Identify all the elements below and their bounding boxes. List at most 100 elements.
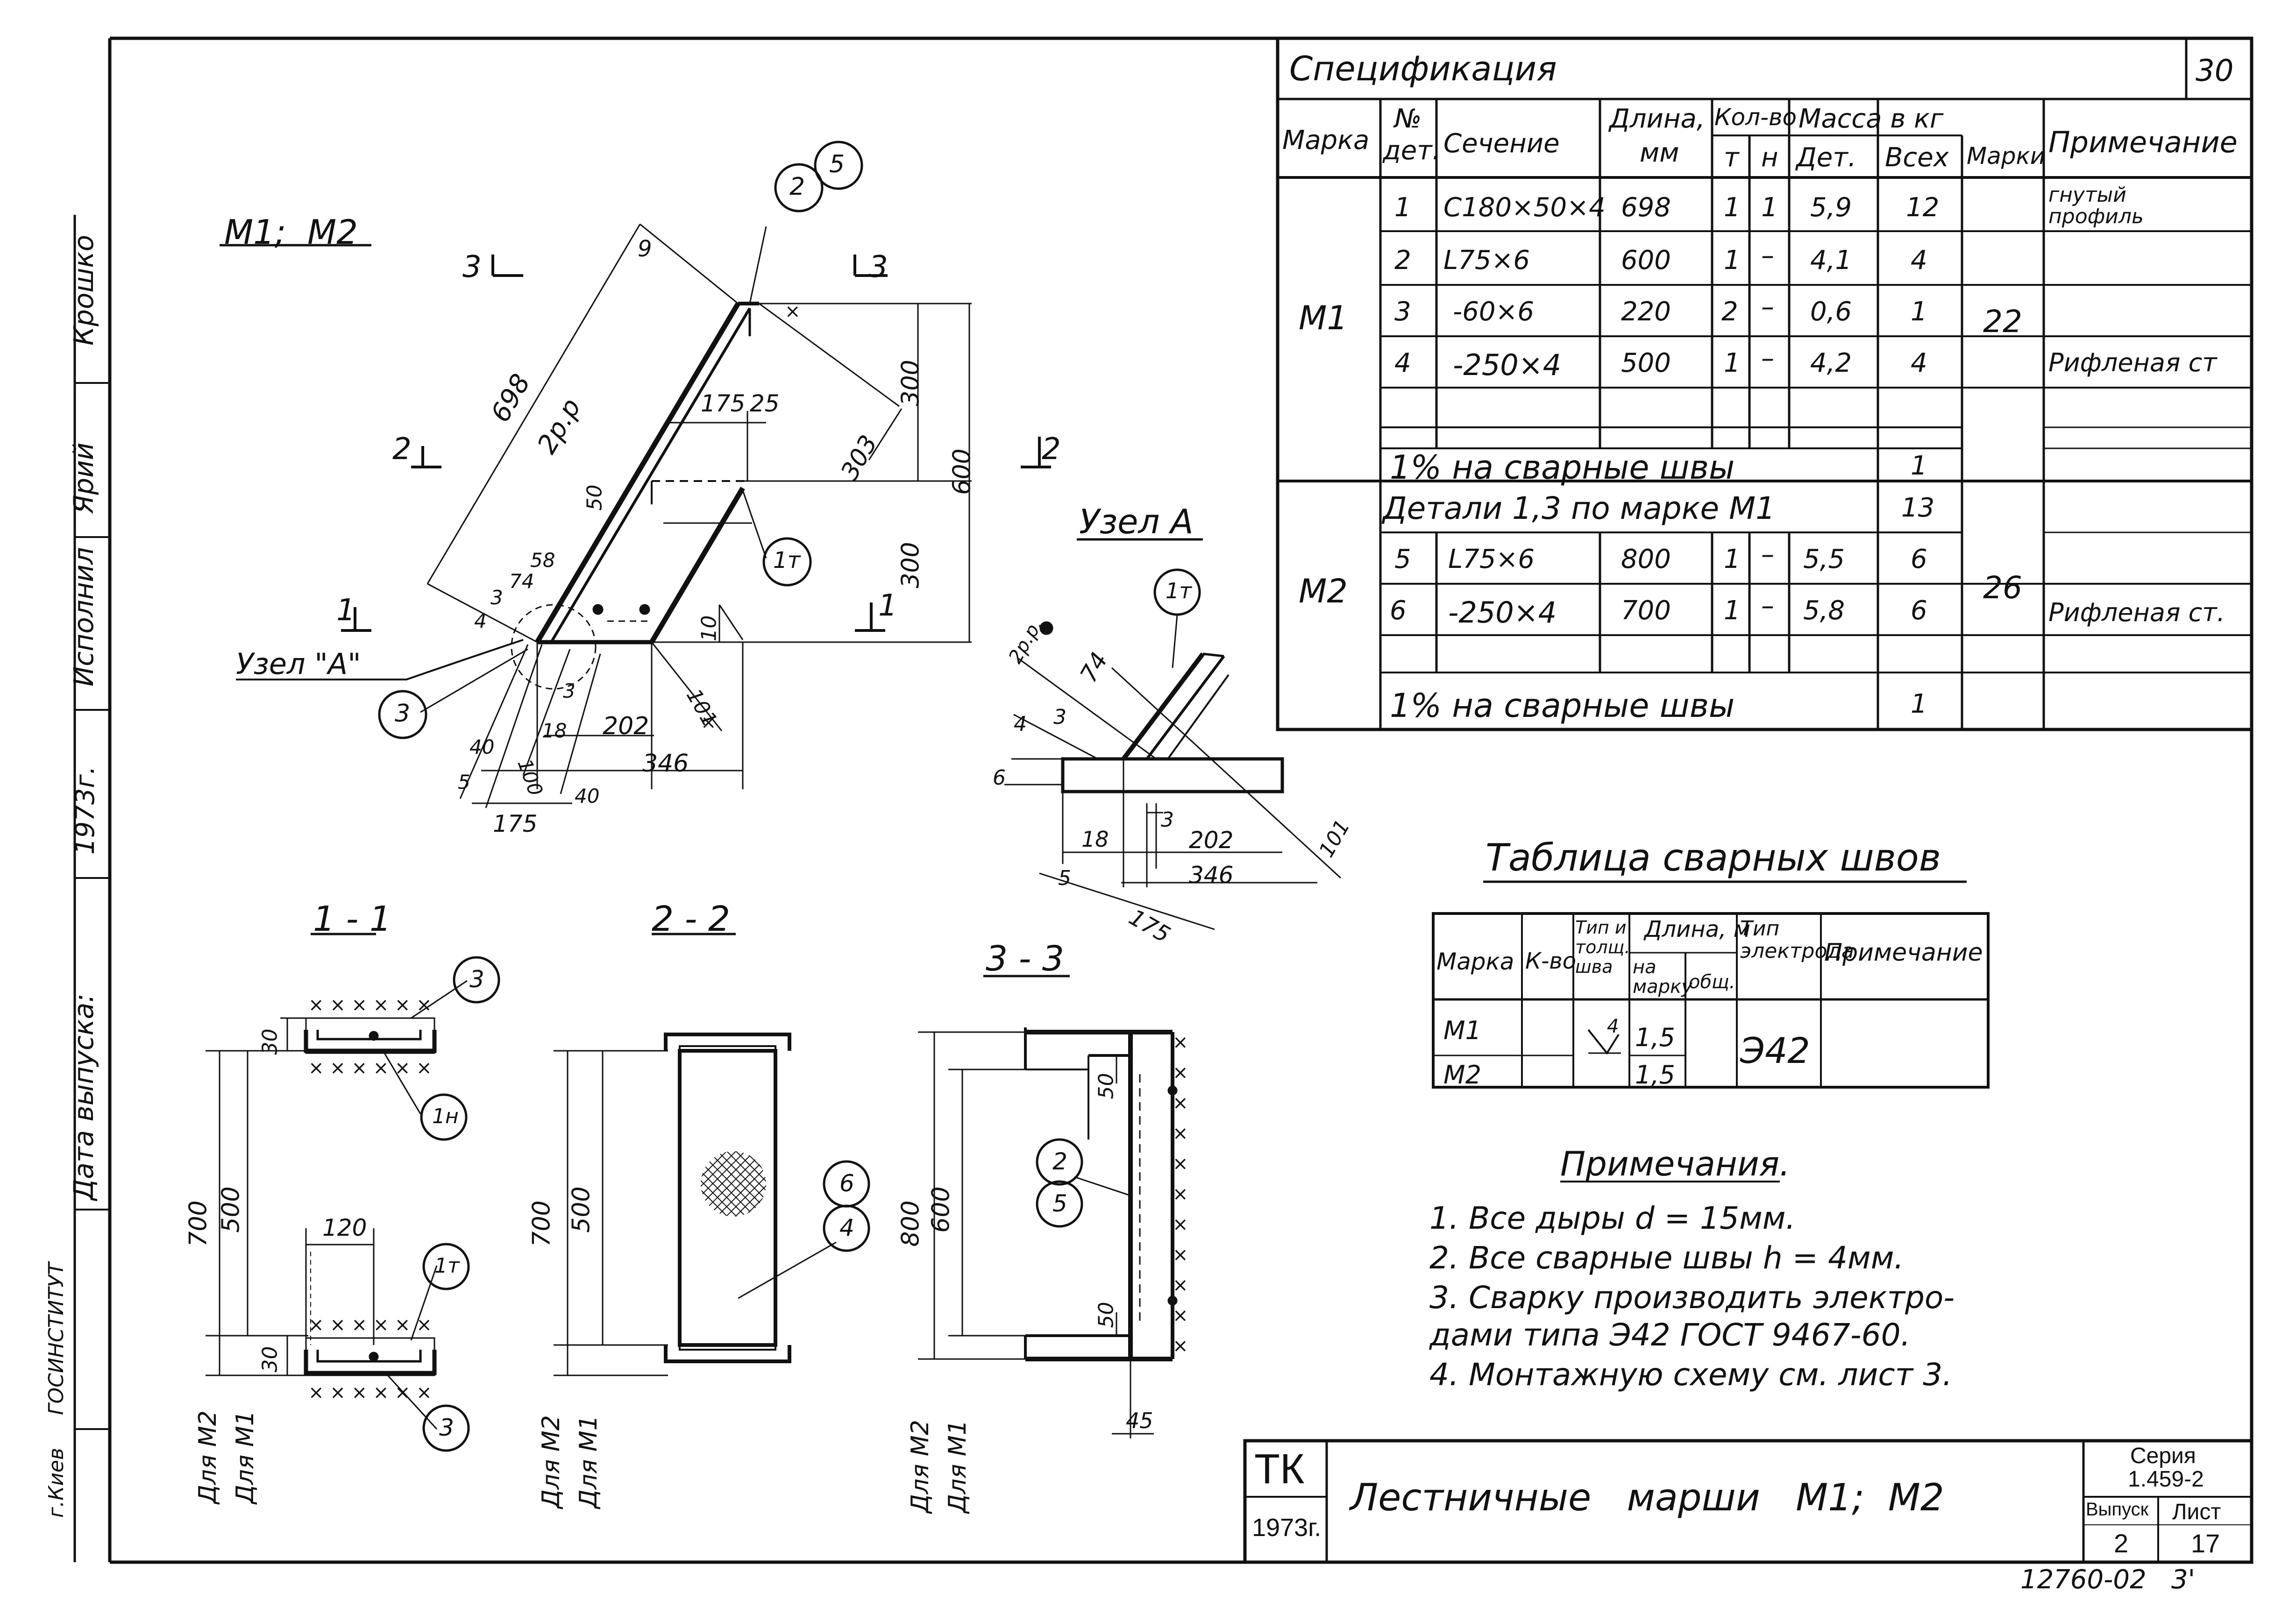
svg-text:×: × xyxy=(1173,1092,1188,1114)
s33-label-m2: Для М2 xyxy=(906,1420,934,1513)
cell-section: -250×4 xyxy=(1453,348,1562,382)
svg-text:× × × × × ×: × × × × × × xyxy=(308,1382,432,1403)
dim-25: 25 xyxy=(750,390,780,417)
dim-5: 5 xyxy=(458,771,470,793)
section-3-3-title: 3 - 3 xyxy=(986,939,1064,979)
cell-no: 5 xyxy=(1394,544,1411,574)
note-2: 2. Все сварные швы h = 4мм. xyxy=(1429,1240,1904,1276)
svg-text:×: × xyxy=(1173,1274,1188,1296)
spec-welds-m1: 1% на сварные швы xyxy=(1390,448,1735,487)
main-view xyxy=(220,141,1051,808)
dim-50: 50 xyxy=(583,484,607,511)
node-a-dim-3-top: 3 xyxy=(1053,705,1066,729)
cell-t: 2 xyxy=(1721,297,1738,327)
notes-title: Примечания. xyxy=(1560,1144,1790,1183)
cell-all: 6 xyxy=(1911,544,1927,574)
spec-head-mass-det: Дет. xyxy=(1796,142,1856,173)
cell-det: 0,6 xyxy=(1810,297,1852,327)
cut-mark-2-left: 2 xyxy=(392,432,412,467)
note-1: 1. Все дыры d = 15мм. xyxy=(1429,1200,1796,1236)
dim-10: 10 xyxy=(697,615,721,642)
spec-head-no: № xyxy=(1394,104,1422,134)
title-block-series-label: Серия xyxy=(2130,1444,2196,1468)
spec-m2-label: М2 xyxy=(1299,572,1348,610)
cell-length: 500 xyxy=(1621,348,1671,378)
stamp-role: Исполнил xyxy=(68,547,100,687)
cell-no: 6 xyxy=(1390,595,1407,626)
cell-section: L75×6 xyxy=(1443,245,1530,276)
cell-det: 4,2 xyxy=(1810,348,1852,378)
stamp-city: г.Киев xyxy=(44,1448,68,1518)
s11-callout-1n: 1н xyxy=(432,1104,459,1128)
weld-table-title: Таблица сварных швов xyxy=(1486,836,1941,879)
cell-t: 1 xyxy=(1724,245,1741,276)
spec-head-t: т xyxy=(1724,142,1739,173)
cut-mark-2-right: 2 xyxy=(1042,432,1061,467)
drawing-title: M1; M2 xyxy=(224,212,358,252)
s22-label-m1: Для М1 xyxy=(574,1415,603,1508)
s33-dim-50-top: 50 xyxy=(1094,1073,1118,1099)
s22-callout-6: 6 xyxy=(839,1170,854,1197)
spec-welds-m2-all: 1 xyxy=(1911,689,1927,719)
cell-t: 1 xyxy=(1724,595,1741,626)
spec-m2-total: 26 xyxy=(1983,570,2022,606)
node-a-title: Узел А xyxy=(1079,502,1194,541)
cell-length: 220 xyxy=(1621,297,1671,327)
svg-text:×: × xyxy=(1173,1305,1188,1326)
node-a-dim-346: 346 xyxy=(1189,862,1234,889)
spec-head-det: дет. xyxy=(1383,135,1441,166)
weld-row-mark: М2 xyxy=(1443,1060,1481,1090)
cell-no: 2 xyxy=(1394,245,1411,276)
dim-58: 58 xyxy=(530,549,555,572)
node-a-dim-4: 4 xyxy=(1014,712,1027,736)
s33-dim-600: 600 xyxy=(927,1186,955,1233)
node-a-dim-5: 5 xyxy=(1058,866,1071,890)
cell-section: L75×6 xyxy=(1448,544,1535,574)
weld-electrode: Э42 xyxy=(1740,1030,1810,1071)
dim-3-b: 3 xyxy=(490,586,503,609)
callout-3: 3 xyxy=(395,700,411,728)
cut-mark-3-right: 3 xyxy=(869,250,888,284)
spec-head-n: н xyxy=(1761,142,1778,173)
spec-head-note: Примечание xyxy=(2048,125,2238,159)
s11-label-m2: Для М2 xyxy=(193,1410,222,1504)
cell-n: – xyxy=(1761,591,1774,621)
cell-no: 3 xyxy=(1394,297,1411,327)
spec-head-mass: Масса в кг xyxy=(1798,104,1944,134)
weld-marks: × × × × × × × × × × × × × × × × × × × × … xyxy=(308,301,1188,1403)
dim-18: 18 xyxy=(542,719,567,742)
cell-note: гнутый профиль xyxy=(2048,183,2144,228)
footer-code: 12760-02 3' xyxy=(2020,1565,2196,1595)
cell-length: 700 xyxy=(1621,595,1671,626)
title-block-issue: 2 xyxy=(2114,1529,2129,1558)
weld-head-note: Примечание xyxy=(1824,939,1983,967)
node-a-dim-6: 6 xyxy=(993,766,1006,790)
stamp-surname: Крошко xyxy=(68,234,100,346)
svg-text:×: × xyxy=(1173,1062,1188,1083)
cell-section: -250×4 xyxy=(1448,595,1557,630)
cell-note: Рифленая ст xyxy=(2048,348,2217,377)
title-block-sheet-label: Лист xyxy=(2172,1500,2221,1524)
svg-text:× × × × × ×: × × × × × × xyxy=(308,1057,432,1079)
cut-mark-3-left: 3 xyxy=(462,250,482,284)
sheet-number: 30 xyxy=(2196,54,2234,88)
spec-m1-label: М1 xyxy=(1299,299,1348,337)
weld-head-count: К-во xyxy=(1525,948,1577,974)
cell-det: 5,5 xyxy=(1803,544,1845,574)
section-1-1-title: 1 - 1 xyxy=(313,899,391,939)
cell-n: – xyxy=(1761,539,1774,570)
cell-n: – xyxy=(1761,343,1774,374)
spec-welds-m1-all: 1 xyxy=(1911,451,1927,481)
spec-head-length-unit: мм xyxy=(1640,138,1679,168)
s11-dim-700: 700 xyxy=(184,1200,213,1247)
cell-det: 5,8 xyxy=(1803,595,1845,626)
svg-text:×: × xyxy=(1173,1183,1188,1205)
stamp-date-label: Дата выпуска: xyxy=(68,993,100,1200)
weld-head-mark: Марка xyxy=(1436,948,1514,975)
node-a-callout-1t: 1т xyxy=(1166,578,1192,603)
svg-text:×: × xyxy=(701,712,717,733)
cell-no: 4 xyxy=(1394,348,1411,378)
cell-all: 6 xyxy=(1911,595,1927,626)
cell-n: 1 xyxy=(1761,192,1778,223)
s11-label-m1: Для М1 xyxy=(231,1410,259,1504)
